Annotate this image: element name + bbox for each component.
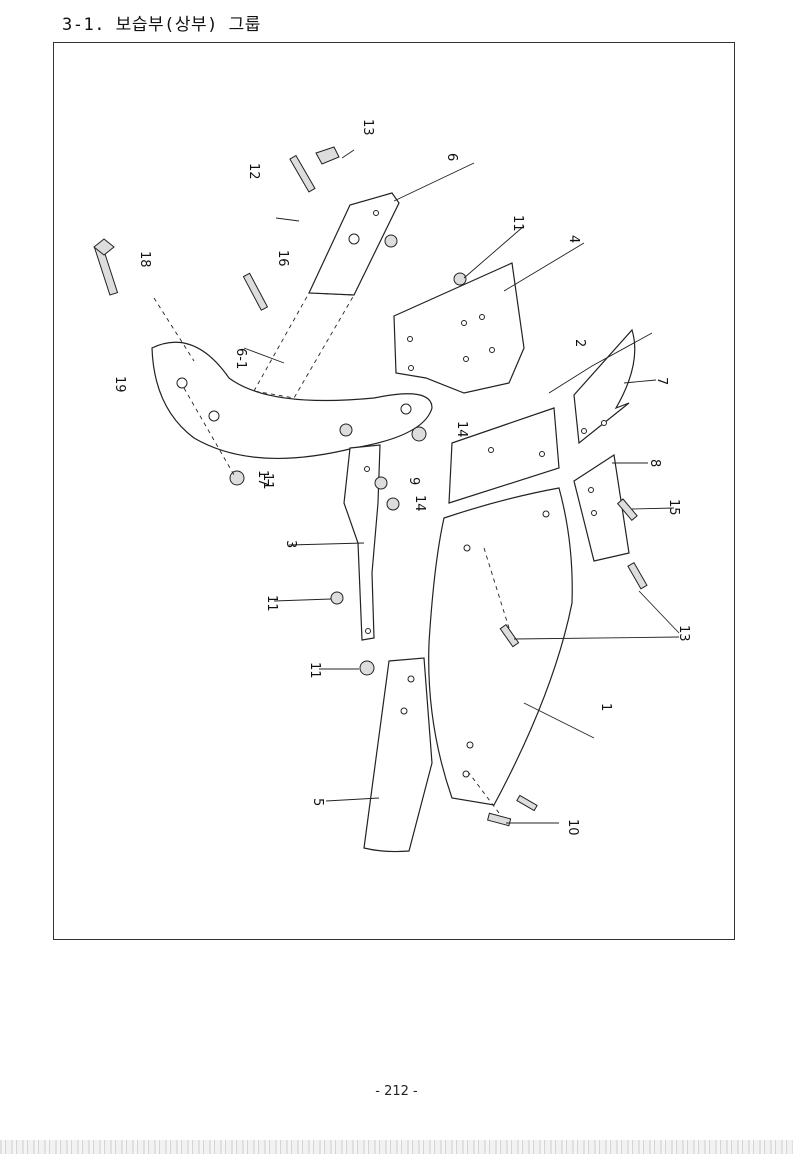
callout-4: 4 xyxy=(566,235,581,243)
part-8-plate xyxy=(573,453,630,562)
page-number: - 212 - xyxy=(375,1084,418,1099)
exploded-parts-diagram: 1 2 3 4 5 6 6-1 7 8 9 10 11 11 11 11 12 … xyxy=(93,119,691,853)
callout-5: 5 xyxy=(310,798,325,806)
callout-12: 12 xyxy=(246,163,261,180)
callout-9: 9 xyxy=(406,477,421,485)
callout-16: 16 xyxy=(275,250,290,267)
callout-15: 15 xyxy=(666,499,681,516)
part-1-share xyxy=(428,487,573,806)
part-6-1-hidden xyxy=(253,292,355,399)
part-2-plate xyxy=(448,407,560,504)
part-4-plate xyxy=(393,262,525,394)
callout-1: 1 xyxy=(598,703,613,711)
callout-13-a: 13 xyxy=(360,119,375,136)
callout-19: 19 xyxy=(112,376,127,393)
callout-14-a: 14 xyxy=(454,421,469,438)
part-5-leg xyxy=(363,657,433,853)
part-7-plate xyxy=(573,328,636,445)
callout-13-b: 13 xyxy=(676,625,691,642)
part-19-beam xyxy=(151,341,433,459)
callout-11-c: 11 xyxy=(307,662,322,679)
callout-11-b: 11 xyxy=(264,595,279,612)
scan-edge-artifact xyxy=(0,1140,793,1154)
callout-6: 6 xyxy=(444,153,459,161)
callout-14-b: 14 xyxy=(412,495,427,512)
page-title: 3-1. 보습부(상부) 그룹 xyxy=(62,15,261,35)
callout-8: 8 xyxy=(647,459,662,467)
callout-17: 17 xyxy=(255,470,270,487)
callout-10: 10 xyxy=(565,819,580,836)
callout-18: 18 xyxy=(137,251,152,268)
callout-11-a: 11 xyxy=(510,215,525,232)
callout-6-1: 6-1 xyxy=(233,348,248,369)
callout-3: 3 xyxy=(283,540,298,548)
callout-11-d: 11 xyxy=(260,473,275,490)
part-3-bar xyxy=(343,444,381,641)
callout-7: 7 xyxy=(654,377,669,385)
callout-2: 2 xyxy=(572,339,587,347)
parts-diagram-frame: 1 2 3 4 5 6 6-1 7 8 9 10 11 11 11 11 12 … xyxy=(53,42,735,940)
